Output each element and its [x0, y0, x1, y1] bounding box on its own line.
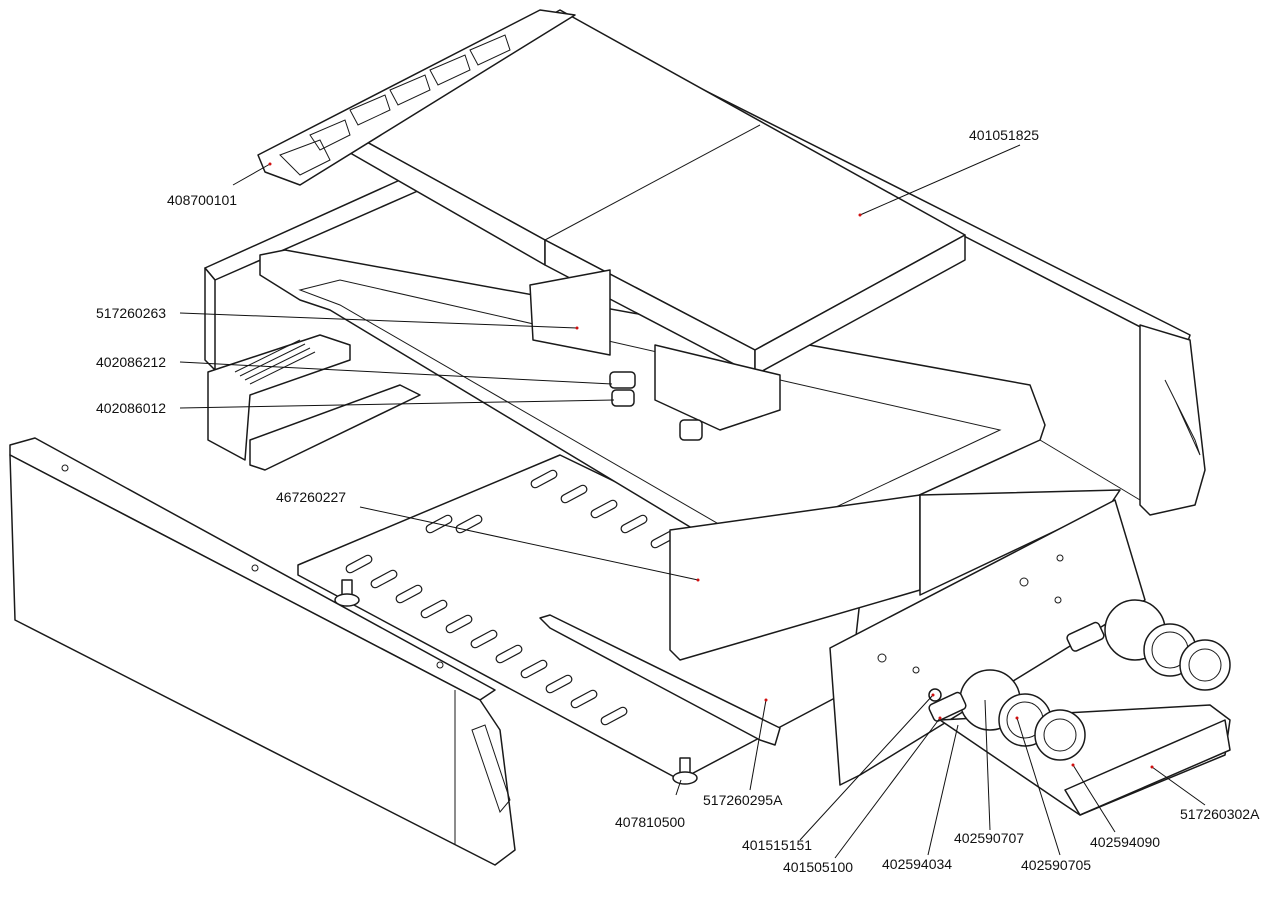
left-drawer-box: [207, 334, 421, 471]
callout-dots: [268, 162, 1154, 769]
rear-frame: [204, 87, 1206, 516]
part-label: 402594090: [1090, 834, 1160, 850]
main-frame: [259, 249, 1121, 661]
front-panel: [9, 437, 516, 866]
part-label: 401515151: [742, 837, 812, 853]
grommets: [609, 371, 703, 441]
part-labels: 408700101 401051825 517260263 402086212 …: [96, 127, 1260, 875]
part-label: 517260302A: [1180, 806, 1260, 822]
leader-lines: [179, 144, 1206, 859]
vent-grille: [234, 339, 316, 385]
part-label: 402086012: [96, 400, 166, 416]
part-label: 517260295A: [703, 792, 783, 808]
tray-slots: [345, 469, 678, 726]
side-trim-rail: [539, 614, 781, 746]
heater-boxes: [529, 269, 781, 431]
part-label: 401505100: [783, 859, 853, 875]
part-label: 467260227: [276, 489, 346, 505]
knob-assembly-right: [1066, 599, 1231, 691]
knob-assembly-left: [928, 669, 1086, 761]
part-label: 402086212: [96, 354, 166, 370]
part-label: 401051825: [969, 127, 1039, 143]
part-label: 517260263: [96, 305, 166, 321]
foot: [334, 579, 698, 785]
part-label: 402590707: [954, 830, 1024, 846]
part-label: 402594034: [882, 856, 952, 872]
part-label: 408700101: [167, 192, 237, 208]
part-label: 407810500: [615, 814, 685, 830]
rear-handle: [257, 9, 576, 186]
part-label: 402590705: [1021, 857, 1091, 873]
